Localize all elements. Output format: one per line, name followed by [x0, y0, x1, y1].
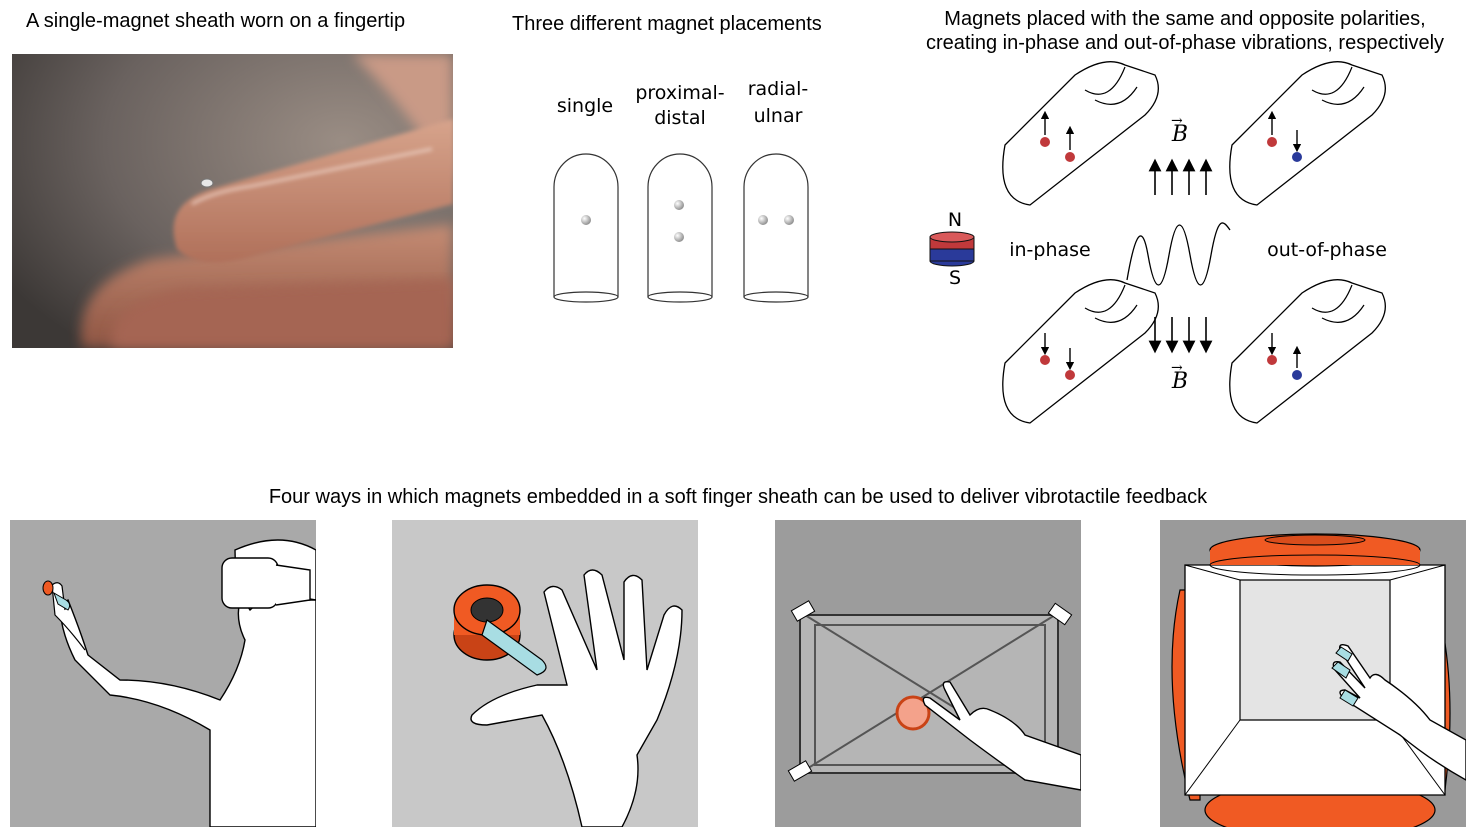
label-out-of-phase: out-of-phase	[1267, 239, 1387, 261]
magnet-blue	[1292, 152, 1302, 162]
finger-out-of-phase-top	[1229, 61, 1386, 206]
magnet-blue	[1292, 370, 1302, 380]
magnet-red	[1040, 355, 1050, 365]
magnet-dot	[674, 232, 684, 242]
magnet-dot	[674, 200, 684, 210]
finger-in-phase-top	[1002, 61, 1159, 206]
label-north: N	[947, 209, 963, 231]
label-south: S	[948, 267, 962, 289]
caption-fingertip-photo: A single-magnet sheath worn on a fingert…	[26, 10, 406, 32]
magnet-red	[1040, 137, 1050, 147]
caption-four-ways: Four ways in which magnets embedded in a…	[268, 486, 1208, 508]
magnet-placement-sheaths	[553, 153, 809, 303]
sheath-proximal-distal	[647, 153, 713, 303]
panel-frame-target	[775, 520, 1081, 827]
magnet-dot	[784, 215, 794, 225]
magnet-red	[1267, 137, 1277, 147]
label-radial-ulnar-1: radial-	[747, 78, 809, 100]
label-proximal-distal-2: distal	[654, 107, 706, 129]
sheath-radial-ulnar	[743, 153, 809, 303]
magnet-dot	[581, 215, 591, 225]
label-field-top: →B	[1171, 113, 1189, 147]
panel-box-cylinder	[1160, 520, 1466, 827]
field-arrows-down	[1148, 317, 1213, 354]
label-proximal-distal-1: proximal-	[635, 82, 725, 104]
panel-vr-headset	[10, 520, 316, 827]
caption-polarities-line2: creating in-phase and out-of-phase vibra…	[925, 32, 1445, 54]
field-arrows-up	[1148, 158, 1213, 195]
caption-magnet-placements: Three different magnet placements	[512, 13, 822, 35]
sheath-single	[553, 153, 619, 303]
fingertip-photo	[12, 54, 453, 348]
finger-out-of-phase-bottom	[1229, 279, 1386, 424]
caption-polarities-line1: Magnets placed with the same and opposit…	[944, 8, 1426, 30]
bar-magnet	[929, 231, 975, 267]
label-in-phase: in-phase	[1009, 239, 1091, 261]
label-field-bottom: →B	[1171, 360, 1189, 394]
label-single: single	[556, 95, 614, 117]
vibration-wave	[1126, 222, 1231, 286]
magnet-red	[1267, 355, 1277, 365]
magnet-red	[1065, 152, 1075, 162]
panel-ring-press	[392, 520, 698, 827]
polarity-diagram	[929, 61, 1386, 424]
magnet-red	[1065, 370, 1075, 380]
magnet-dot	[758, 215, 768, 225]
label-radial-ulnar-2: ulnar	[753, 105, 803, 127]
finger-in-phase-bottom	[1002, 279, 1159, 424]
